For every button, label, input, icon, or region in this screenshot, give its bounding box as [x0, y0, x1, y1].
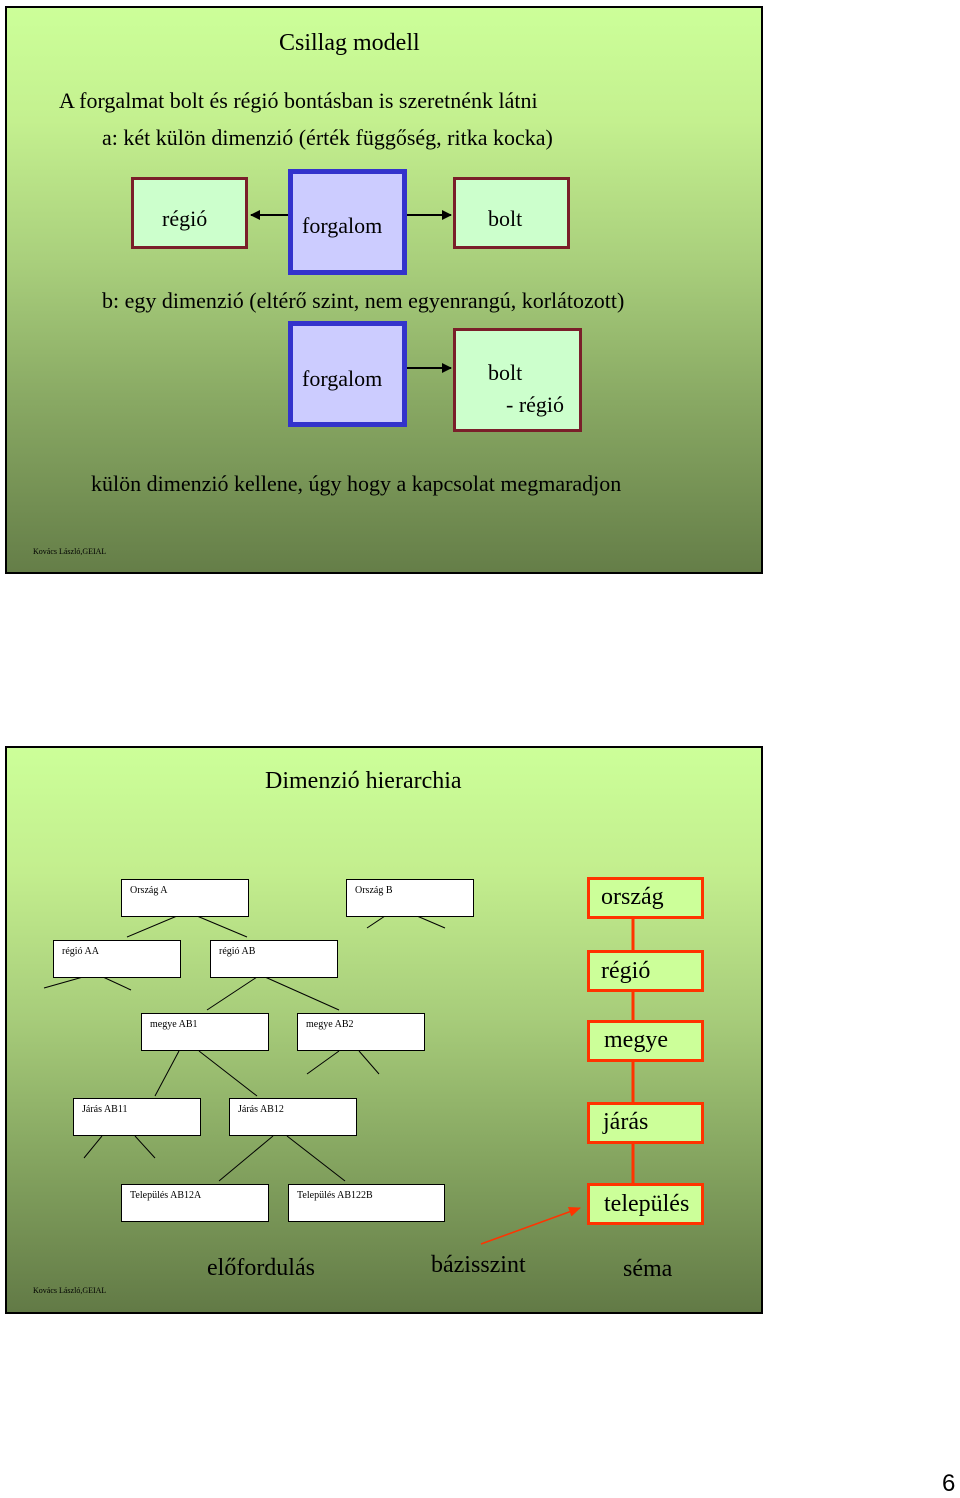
node-orszag-a: Ország A	[121, 879, 249, 917]
slide-star-model: Csillag modell A forgalmat bolt és régió…	[5, 6, 763, 574]
node-telepules-ab122b: Település AB122B	[288, 1184, 445, 1222]
node-regio-ab: régió AB	[210, 940, 338, 978]
box-forgalom-a: forgalom	[288, 169, 407, 275]
hierarchy-lines	[43, 915, 635, 1245]
node-jaras-ab11: Járás AB11	[73, 1098, 201, 1136]
node-telepules-ab12a: Település AB12A	[121, 1184, 269, 1222]
slide1-title: Csillag modell	[279, 30, 420, 56]
label-bazisszint: bázisszint	[431, 1252, 526, 1278]
box-forgalom-b: forgalom	[288, 321, 407, 427]
level-megye: megye	[587, 1020, 704, 1062]
node-regio-aa: régió AA	[53, 940, 181, 978]
level-telepules: település	[587, 1183, 704, 1225]
slide-dimension-hierarchy: Dimenzió hierarchia	[5, 746, 763, 1314]
node-megye-ab1: megye AB1	[141, 1013, 269, 1051]
label-elofordulas: előfordulás	[207, 1255, 315, 1281]
slide2-title: Dimenzió hierarchia	[265, 768, 462, 794]
box-bolt-regio: bolt - régió	[453, 328, 582, 432]
node-jaras-ab12: Járás AB12	[229, 1098, 357, 1136]
slide1-footer: Kovács László,GEIAL	[33, 547, 107, 556]
slide2-footer: Kovács László,GEIAL	[33, 1286, 107, 1295]
slide1-line3: b: egy dimenzió (eltérő szint, nem egyen…	[102, 288, 625, 313]
slide1-arrows	[250, 210, 452, 373]
slide1-line2: a: két külön dimenzió (érték függőség, r…	[102, 125, 553, 150]
box-bolt-a: bolt	[453, 177, 570, 249]
page-number: 6	[942, 1470, 956, 1497]
box-regio: régió	[131, 177, 248, 249]
node-megye-ab2: megye AB2	[297, 1013, 425, 1051]
level-jaras: járás	[587, 1102, 704, 1144]
slide1-line1: A forgalmat bolt és régió bontásban is s…	[59, 88, 538, 113]
label-sema: séma	[623, 1256, 673, 1282]
level-orszag: ország	[587, 877, 704, 919]
slide1-line4: külön dimenzió kellene, úgy hogy a kapcs…	[91, 471, 622, 496]
level-regio: régió	[587, 950, 704, 992]
node-orszag-b: Ország B	[346, 879, 474, 917]
arrow-bazisszint	[480, 1207, 581, 1245]
